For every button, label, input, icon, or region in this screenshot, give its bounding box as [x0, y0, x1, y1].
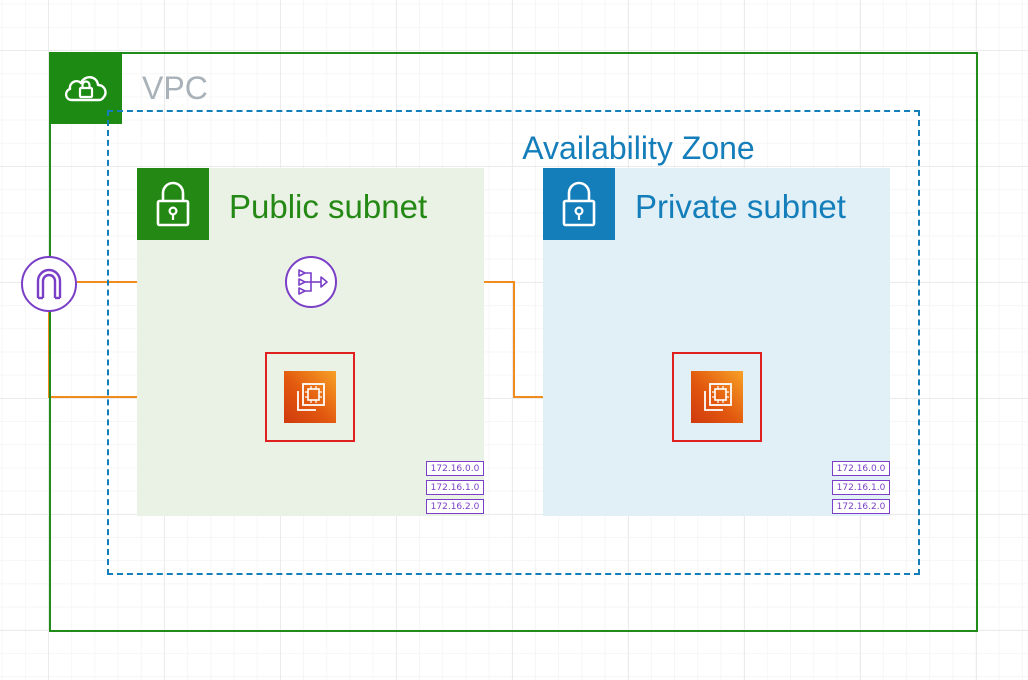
- public-route-table-entry[interactable]: 172.16.0.0: [426, 461, 484, 476]
- availability-zone-container[interactable]: [107, 110, 920, 575]
- nat-gateway-icon[interactable]: [285, 256, 337, 308]
- cloud-lock-icon: [49, 52, 122, 124]
- public-instance-selection[interactable]: [265, 352, 355, 442]
- internet-gateway-icon[interactable]: [21, 256, 77, 312]
- availability-zone-label: Availability Zone: [522, 130, 755, 166]
- private-subnet-label: Private subnet: [635, 188, 846, 225]
- public-subnet-label: Public subnet: [229, 188, 428, 225]
- private-instance-selection[interactable]: [672, 352, 762, 442]
- ec2-instance-icon[interactable]: [691, 371, 743, 423]
- private-route-table-entry[interactable]: 172.16.2.0: [832, 499, 890, 514]
- vpc-label: VPC: [142, 70, 208, 106]
- public-route-table-entry[interactable]: 172.16.1.0: [426, 480, 484, 495]
- private-route-table-entry[interactable]: 172.16.1.0: [832, 480, 890, 495]
- vpc-container[interactable]: [49, 52, 978, 632]
- lock-icon: [543, 168, 615, 240]
- private-route-table-entry[interactable]: 172.16.0.0: [832, 461, 890, 476]
- lock-icon: [137, 168, 209, 240]
- ec2-instance-icon[interactable]: [284, 371, 336, 423]
- public-route-table-entry[interactable]: 172.16.2.0: [426, 499, 484, 514]
